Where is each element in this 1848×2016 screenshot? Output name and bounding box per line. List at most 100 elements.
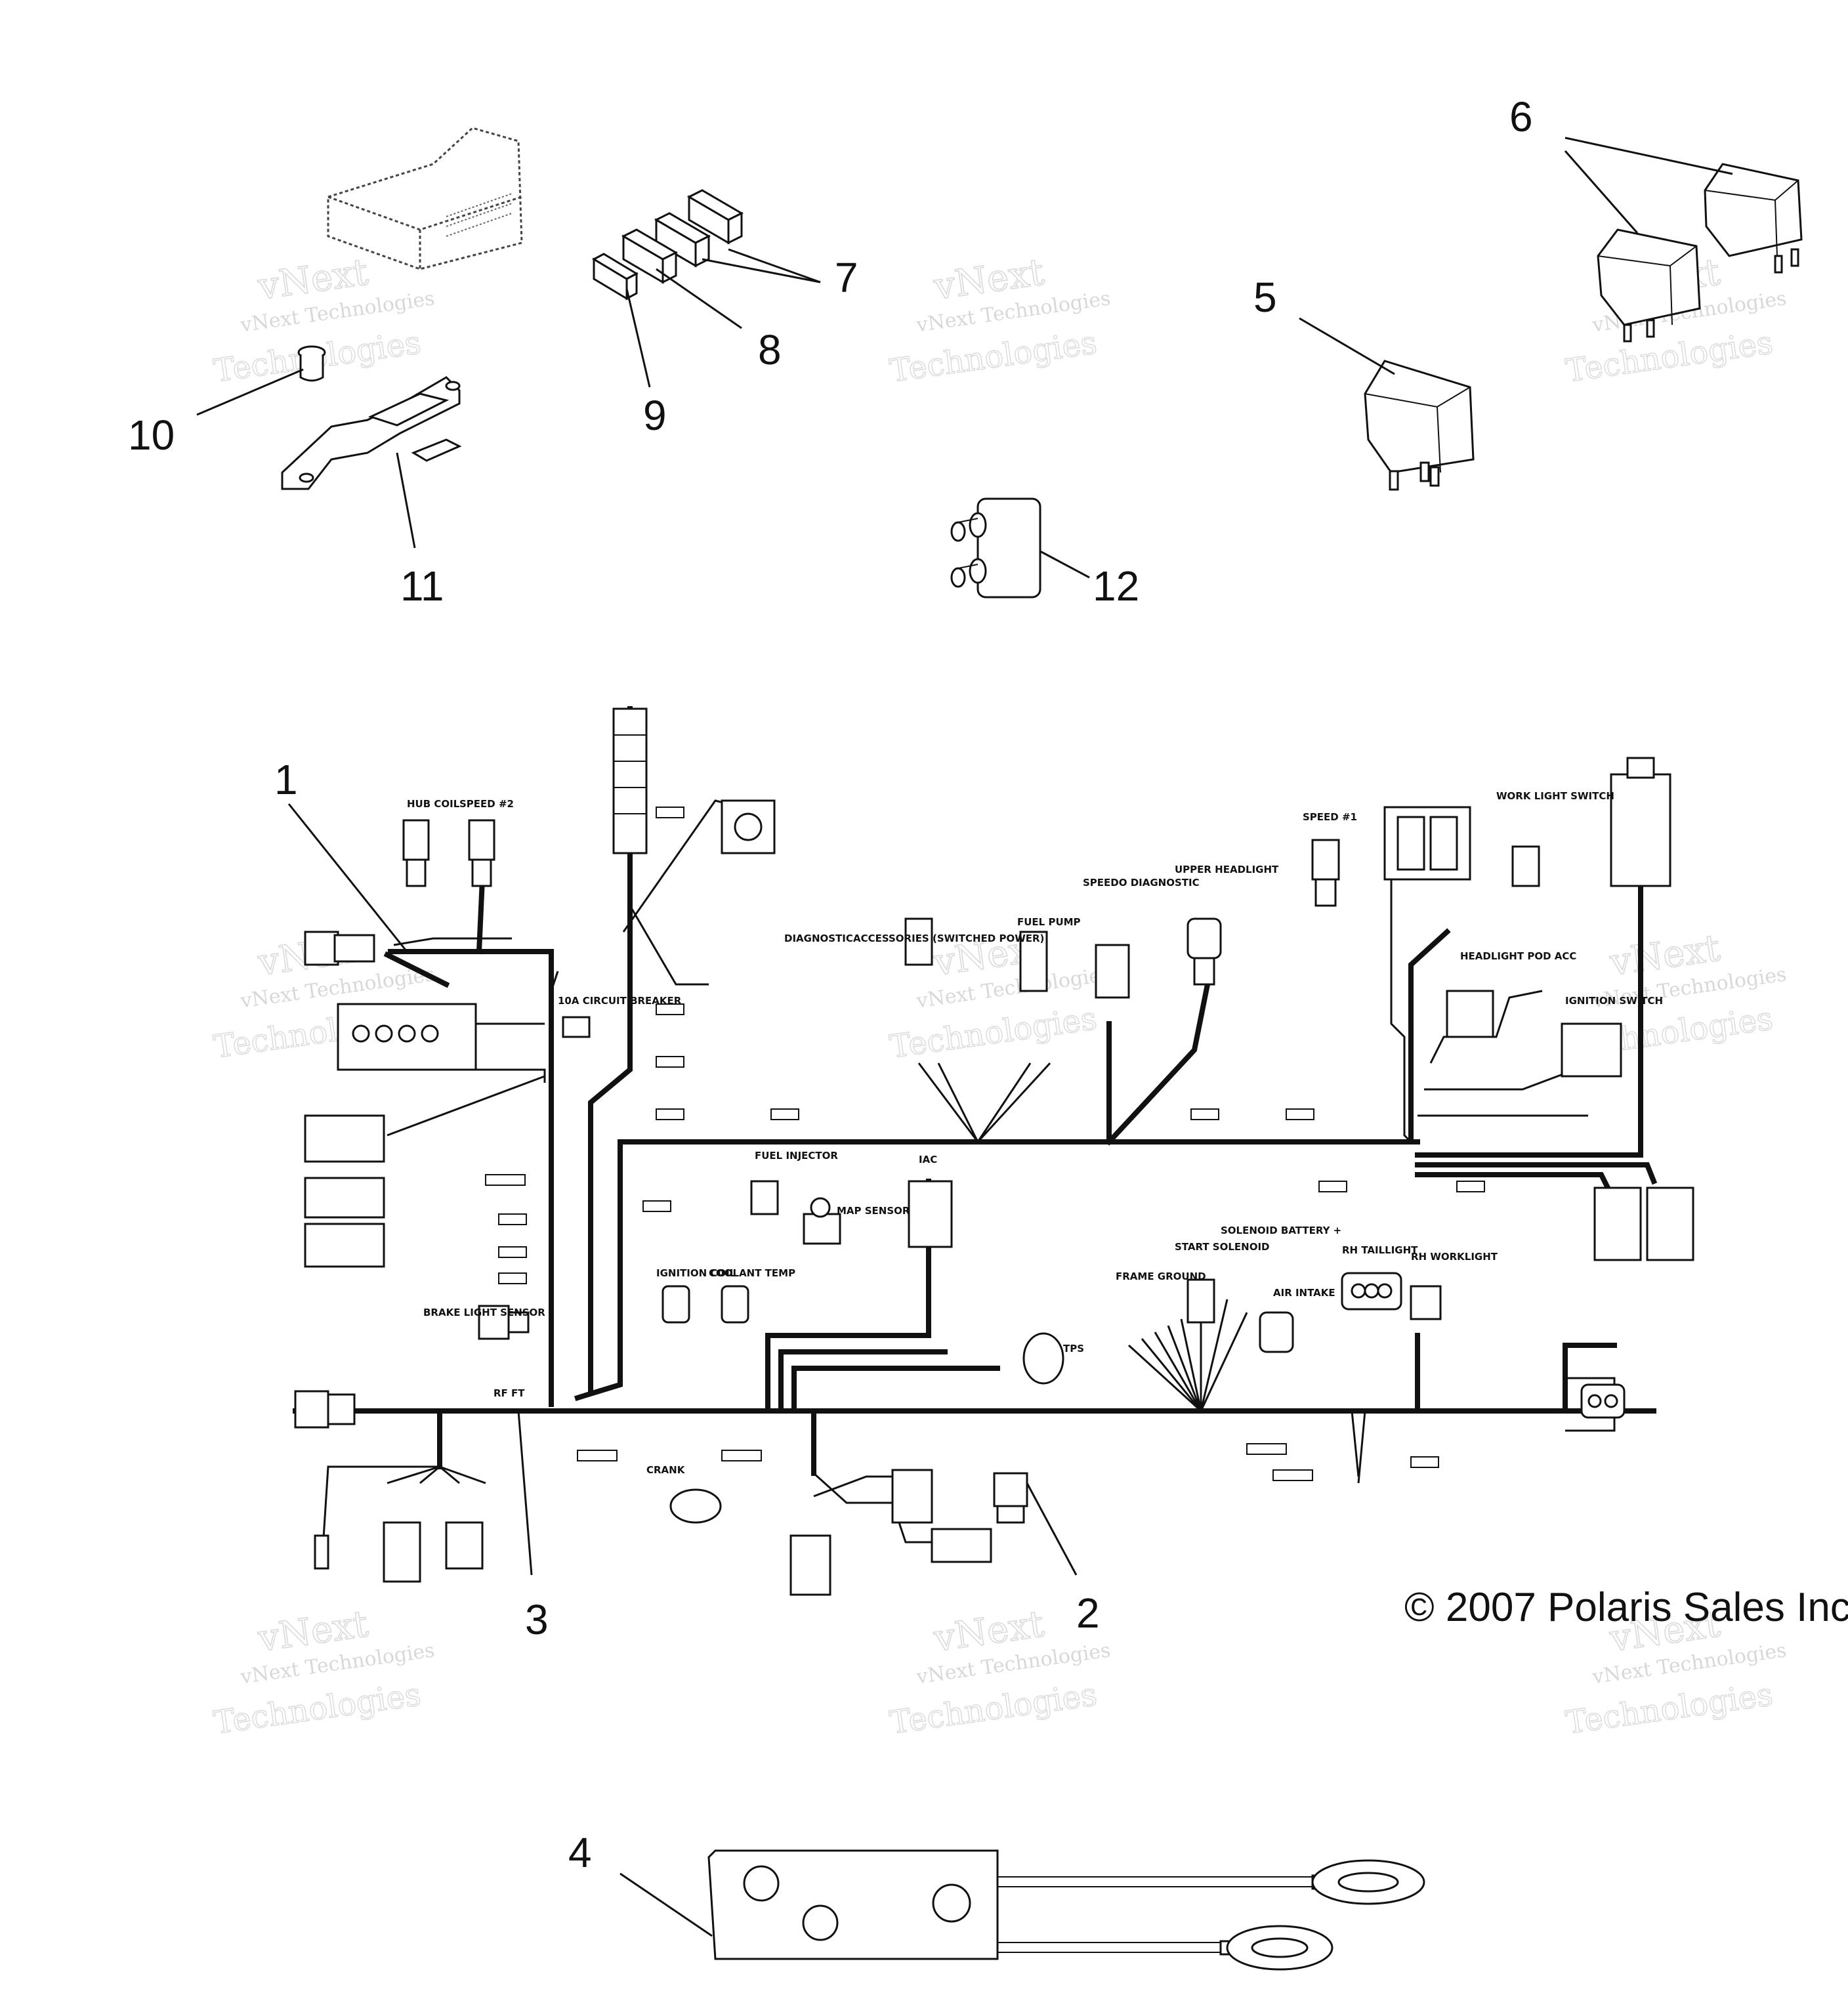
label-brake-light-sensor: BRAKE LIGHT SENSOR [423, 1307, 545, 1318]
connector-crank [669, 1488, 722, 1524]
harness-speed-1-branch [1408, 928, 1451, 1144]
wire-tag [656, 1003, 684, 1015]
watermark-7: vNext vNext Technologies Technologies [211, 1602, 436, 1742]
wire-tag [1318, 1181, 1347, 1192]
connector-ignition-switch [1561, 1022, 1622, 1078]
callout-3: 3 [525, 1596, 549, 1643]
connector-lower-right-b [931, 1528, 992, 1563]
wire [472, 1022, 546, 1083]
label-air-intake: AIR INTAKE [1273, 1287, 1335, 1299]
label-frame-ground: FRAME GROUND [1116, 1270, 1206, 1282]
harness-speed-2-stem [476, 876, 486, 955]
wire-tag [656, 807, 684, 818]
part-5-relay [1364, 360, 1475, 491]
wire-tag [498, 1246, 527, 1258]
wire-tag [1246, 1443, 1287, 1455]
label-fuel-pump: FUEL PUMP [1017, 916, 1081, 928]
part-8-fuse [621, 228, 679, 284]
label-start-solenoid: START SOLENOID [1175, 1241, 1270, 1253]
wire-tag [770, 1108, 799, 1120]
label-rh-taillight: RH TAILLIGHT [1342, 1244, 1418, 1256]
connector-voltage-regulator [337, 1003, 477, 1071]
connector-right-lower-a [1593, 1186, 1642, 1261]
harness-wire-tags [485, 807, 1485, 1481]
label-hub-coil: HUB COIL [407, 798, 460, 810]
callout-9: 9 [643, 392, 667, 439]
label-ignition-switch: IGNITION SWITCH [1565, 995, 1663, 1007]
label-speed-2: SPEED #2 [459, 798, 514, 810]
connector-map-sensor [803, 1197, 841, 1245]
leader-5 [1299, 317, 1395, 375]
part-6-relay-b [1704, 163, 1803, 274]
harness-tps-branch [778, 1349, 948, 1414]
harness-right-lower-a [1415, 1162, 1658, 1185]
callout-12: 12 [1093, 562, 1139, 610]
connector-lower-middle [789, 1534, 831, 1596]
part-10-bolt [297, 345, 326, 382]
wire [393, 937, 512, 946]
wire [1390, 879, 1412, 1143]
harness-right-riser [1415, 883, 1643, 1158]
connector-diagnostic [721, 799, 776, 854]
label-diagnostic: DIAGNOSTIC [784, 933, 853, 944]
wire [813, 1475, 892, 1498]
wire [550, 971, 559, 992]
harness-right-lower-b [1415, 1172, 1612, 1192]
copyright-text: © 2007 Polaris Sales Inc [1404, 1585, 1848, 1630]
wire-tag [1286, 1108, 1314, 1120]
wire-tag [642, 1200, 671, 1212]
connector-lower-left-b [445, 1521, 484, 1570]
connector-left-end [294, 1390, 356, 1429]
label-accessories: ACCESSORIES (SWITCHED POWER) [853, 933, 1044, 944]
leader-7a [728, 248, 821, 284]
connector-headlight-pod [1446, 990, 1494, 1038]
connector-part-2 [993, 1472, 1028, 1524]
harness-headlight-branch [1105, 981, 1211, 1146]
part-4-ground-cable [707, 1849, 1425, 1971]
connector-air-intake [1259, 1311, 1294, 1353]
connector-lower-left-a [383, 1521, 421, 1583]
harness-fuse-block-drop [588, 850, 633, 1394]
part-9-fuse [591, 253, 639, 301]
connector-ignition-coil [662, 1285, 690, 1324]
part-6-relay-a [1597, 228, 1701, 343]
connector-lower-right-a [891, 1469, 933, 1524]
callout-6: 6 [1509, 93, 1533, 140]
connector-coolant-temp [721, 1285, 749, 1324]
connector-tps [1022, 1332, 1064, 1385]
callout-7: 7 [835, 254, 858, 301]
connector-fuse-block [612, 707, 648, 854]
harness-middle-drop [574, 1139, 623, 1401]
label-map-sensor: MAP SENSOR [837, 1205, 910, 1217]
part-11-bracket [281, 376, 462, 490]
wire-tag [1272, 1469, 1313, 1481]
wire-tag [577, 1450, 618, 1461]
harness-hub-coil-curve [383, 951, 450, 988]
label-coolant-temp: COOLANT TEMP [709, 1267, 795, 1279]
connector-left-upper [304, 931, 375, 966]
callout-11: 11 [400, 562, 444, 610]
wire-tag [1456, 1181, 1485, 1192]
callout-10: 10 [128, 411, 175, 459]
harness-tps-branch-2 [791, 1366, 1000, 1414]
connector-right-end [1580, 1383, 1626, 1419]
leader-1 [287, 803, 408, 952]
leader-6a [1564, 150, 1639, 234]
leader-4 [620, 1872, 713, 1937]
wire-tag [485, 1174, 526, 1186]
label-iac: IAC [919, 1154, 937, 1166]
label-fuel-injector: FUEL INJECTOR [755, 1150, 838, 1162]
wire [320, 1465, 486, 1569]
leader-10 [196, 368, 304, 416]
connector-work-light-block [1383, 806, 1471, 881]
connector-right-top [1610, 757, 1671, 887]
connector-start-solenoid [1186, 1278, 1215, 1324]
harness-labels: HUB COIL SPEED #2 10A CIRCUIT BREAKER DI… [407, 790, 1663, 1476]
label-rh-worklight: RH WORKLIGHT [1411, 1251, 1498, 1263]
wire [917, 1062, 1051, 1143]
wire-tag [1190, 1108, 1219, 1120]
wire-tag [498, 1213, 527, 1225]
callout-2: 2 [1076, 1589, 1100, 1637]
callout-1: 1 [274, 756, 298, 803]
